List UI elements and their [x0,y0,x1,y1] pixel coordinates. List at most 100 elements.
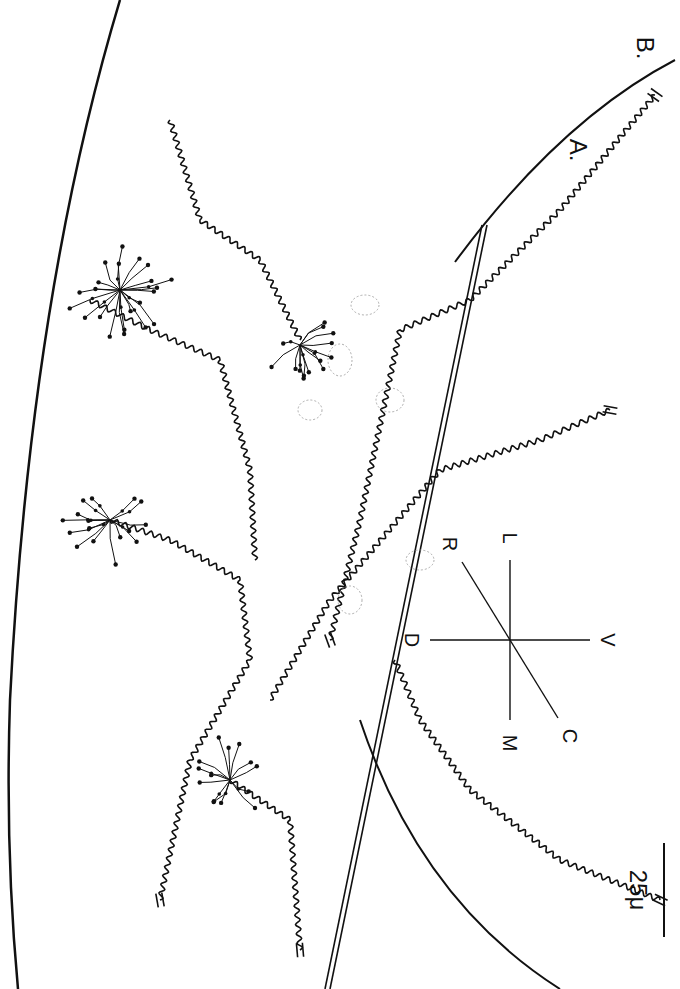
terminal-bouton [209,773,213,777]
terminal-branch [119,290,124,334]
terminal-bouton [149,279,153,283]
axon-trace [230,780,302,950]
cut-mark [296,943,303,957]
terminal-branch [120,280,172,290]
section-outline [455,60,675,262]
terminal-branch [300,323,325,345]
terminal-bouton [83,315,87,319]
terminal-branch [92,498,110,520]
axon-trace [329,95,655,640]
terminal-bouton [90,496,94,500]
terminal-bouton [133,308,137,312]
terminal-branch [110,501,141,520]
terminal-bouton [122,332,126,336]
terminal-branch [230,766,257,780]
terminal-bouton [77,290,81,294]
terminal-bouton [128,510,132,514]
terminal-bouton [197,759,201,763]
terminal-bouton [118,535,122,539]
terminal-bouton [108,334,112,338]
terminal-bouton [144,523,148,527]
terminal-bouton [302,374,306,378]
terminal-branch [200,780,230,782]
cut-mark [325,632,335,647]
cell-outline [376,388,404,412]
terminal-bouton [91,539,95,543]
terminal-bouton [321,367,325,371]
terminal-bouton [307,370,311,374]
divider-line [325,225,482,989]
terminal-branch [118,247,122,290]
section-outline [360,720,560,989]
scale-bar [663,843,665,937]
terminal-bouton [68,530,72,534]
terminal-branch [230,762,251,780]
panel-letter: A. [566,139,590,162]
terminal-bouton [132,496,136,500]
terminal-bouton [103,300,107,304]
axis-letter: M [500,735,520,752]
terminal-bouton [237,742,241,746]
terminal-bouton [120,509,124,513]
cut-mark [652,894,667,905]
cell-outline [328,344,352,376]
terminal-bouton [253,806,257,810]
terminal-bouton [103,260,107,264]
terminal-branch [93,520,110,541]
terminal-bouton [96,280,100,284]
divider-line [330,225,487,989]
axis-letter: C [560,729,580,743]
terminal-branch [221,780,230,803]
terminal-bouton [61,518,65,522]
terminal-bouton [152,322,156,326]
axon-trace [168,120,301,340]
scale-label: 25μ [626,870,650,911]
terminal-branch [110,520,116,565]
terminal-bouton [313,351,317,355]
terminal-branch [77,520,110,547]
terminal-bouton [98,504,102,508]
terminal-branch [230,780,249,791]
terminal-branch [110,499,134,520]
terminal-branch [214,780,230,801]
terminal-bouton [217,792,221,796]
terminal-bouton [211,800,215,804]
terminal-bouton [281,341,285,345]
terminal-bouton [139,499,143,503]
terminal-bouton [119,305,123,309]
terminal-bouton [75,545,79,549]
terminal-bouton [147,285,151,289]
terminal-branch [219,737,230,780]
terminal-bouton [128,309,132,313]
axis-letter: D [402,633,422,647]
terminal-branch [120,290,131,311]
terminal-branch [120,288,157,290]
terminal-bouton [269,365,273,369]
axon-trace [270,409,610,700]
terminal-bouton [289,340,293,344]
terminal-bouton [219,801,223,805]
terminal-branch [229,748,230,780]
cell-outline [406,550,434,570]
terminal-bouton [68,306,72,310]
terminal-bouton [329,355,333,359]
terminal-bouton [137,256,141,260]
terminal-bouton [146,263,150,267]
cell-outline [338,586,362,614]
terminal-bouton [212,799,216,803]
cut-mark [156,893,164,908]
terminal-bouton [255,764,259,768]
terminal-branch [300,343,332,345]
axis-letter: V [598,633,618,646]
terminal-bouton [197,766,201,770]
terminal-bouton [122,328,126,332]
axon-trace [110,520,252,900]
terminal-bouton [93,287,97,291]
terminal-branch [120,290,154,324]
orientation-axis [462,562,558,718]
axis-letter: L [500,532,520,543]
terminal-branch [214,780,230,802]
terminal-bouton [116,277,120,281]
terminal-branch [89,520,110,528]
